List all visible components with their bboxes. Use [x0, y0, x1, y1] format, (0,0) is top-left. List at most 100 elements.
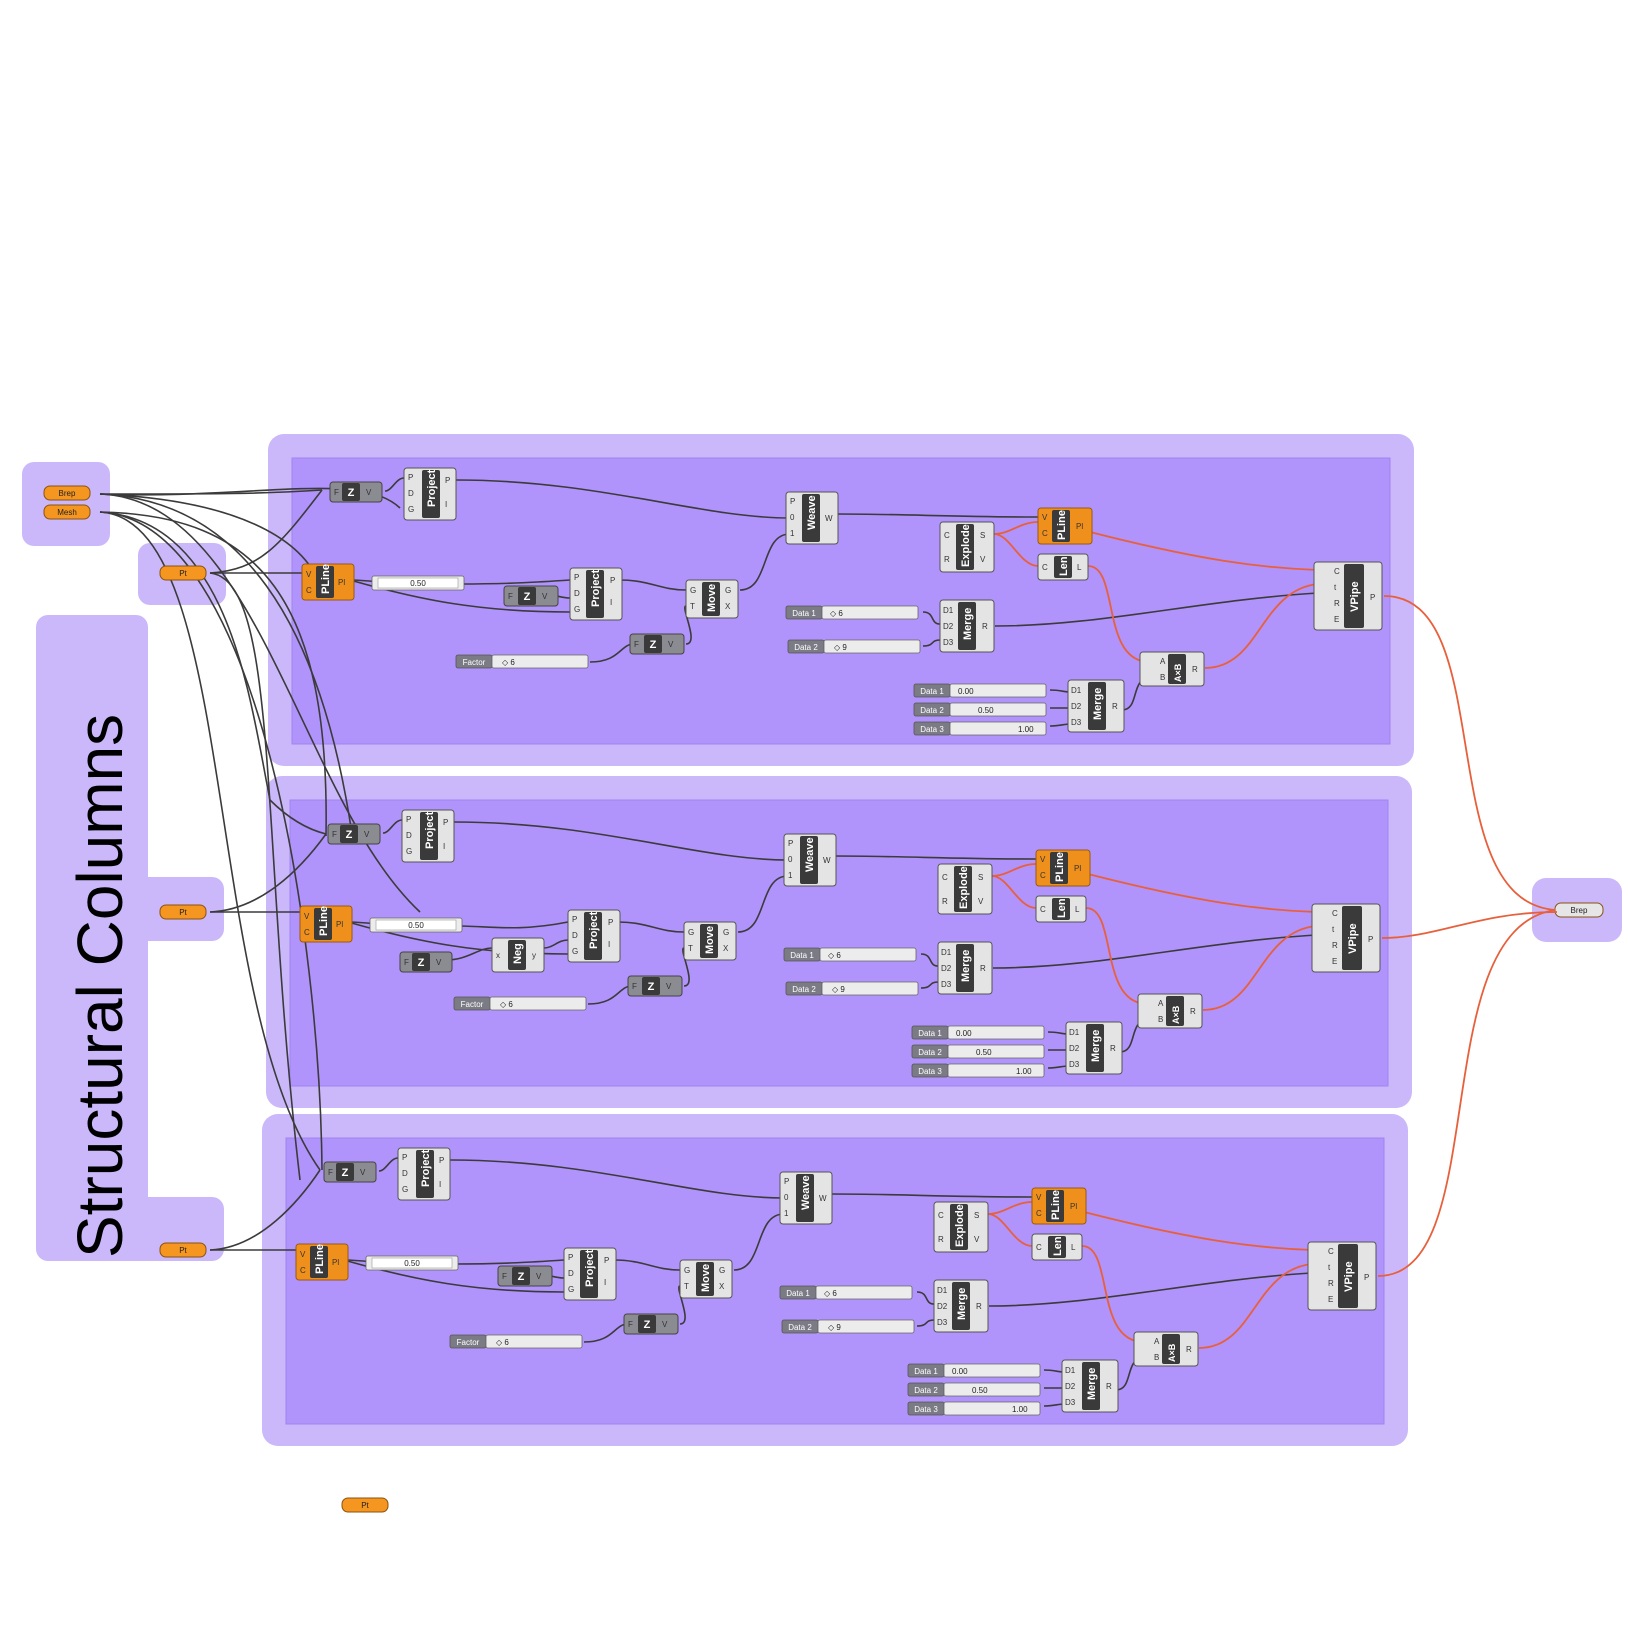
- row3-z-vector-3[interactable]: Z F V: [623, 1313, 679, 1335]
- param-pt-loose[interactable]: Pt: [341, 1497, 389, 1513]
- row1-pline-1[interactable]: PLine V C Pl: [301, 563, 355, 601]
- row3-data-slider-1[interactable]: Data 1 ◇ 6: [779, 1285, 913, 1300]
- svg-text:0.00: 0.00: [958, 687, 974, 696]
- svg-text:V: V: [304, 912, 310, 921]
- row2-vpipe[interactable]: VPipe C t R E P: [1311, 903, 1381, 973]
- param-pt-2[interactable]: Pt: [159, 904, 207, 920]
- row3-move[interactable]: Move G T G X: [679, 1259, 733, 1299]
- svg-text:T: T: [688, 944, 693, 953]
- row3-explode[interactable]: Explode C R S V: [933, 1201, 989, 1253]
- group-structural-columns-label[interactable]: [36, 615, 224, 1261]
- param-pt-1[interactable]: Pt: [159, 565, 207, 581]
- row2-merge-1[interactable]: Merge D1 D2 D3 R: [937, 941, 993, 995]
- row2-merge-2[interactable]: Merge D1 D2 D3 R: [1065, 1021, 1123, 1075]
- svg-text:C: C: [1042, 563, 1048, 572]
- row1-multiply[interactable]: A×B A B R: [1139, 651, 1205, 687]
- svg-text:Data 1: Data 1: [786, 1289, 810, 1298]
- row1-vpipe[interactable]: VPipe C t R E P: [1313, 561, 1383, 631]
- row1-z-vector-2[interactable]: Z F V: [503, 585, 559, 607]
- svg-text:0.00: 0.00: [956, 1029, 972, 1038]
- row2-move[interactable]: Move G T G X: [683, 921, 737, 961]
- svg-text:S: S: [980, 531, 985, 540]
- row1-data-slider-4[interactable]: Data 2 0.50: [913, 702, 1047, 717]
- row2-data-slider-3[interactable]: Data 1 0.00: [911, 1025, 1045, 1040]
- row2-pline-2[interactable]: PLine V C Pl: [1035, 849, 1091, 887]
- row2-project-1[interactable]: Project P D G P I: [401, 809, 455, 863]
- row3-merge-2[interactable]: Merge D1 D2 D3 R: [1061, 1359, 1119, 1413]
- row1-offset-slider[interactable]: 0.50: [371, 575, 465, 591]
- row2-offset-slider[interactable]: 0.50: [369, 917, 463, 933]
- group-brep-mesh[interactable]: [22, 462, 110, 546]
- svg-text:Data 3: Data 3: [914, 1405, 938, 1414]
- row3-data-slider-5[interactable]: Data 3 1.00: [907, 1401, 1041, 1416]
- row2-z-vector[interactable]: Z F V: [327, 823, 381, 845]
- svg-text:V: V: [980, 555, 986, 564]
- row2-multiply[interactable]: A×B A B R: [1137, 993, 1203, 1029]
- row3-z-vector[interactable]: Z F V: [323, 1161, 377, 1183]
- svg-text:I: I: [445, 500, 447, 509]
- row1-len[interactable]: Len C L: [1037, 553, 1089, 581]
- row3-project-1[interactable]: Project P D G P I: [397, 1147, 451, 1201]
- row3-pline-1[interactable]: PLine V C Pl: [295, 1243, 349, 1281]
- row2-project-2[interactable]: Project P D G P I: [567, 909, 621, 963]
- row3-data-slider-4[interactable]: Data 2 0.50: [907, 1382, 1041, 1397]
- svg-text:C: C: [304, 928, 310, 937]
- row3-pline-2[interactable]: PLine V C Pl: [1031, 1187, 1087, 1225]
- row1-factor-slider[interactable]: Factor ◇ 6: [455, 654, 589, 669]
- row3-factor-slider[interactable]: Factor ◇ 6: [449, 1334, 583, 1349]
- svg-text:0: 0: [784, 1193, 789, 1202]
- svg-text:t: t: [1334, 583, 1337, 592]
- param-mesh[interactable]: Mesh: [43, 504, 91, 520]
- row2-data-slider-4[interactable]: Data 2 0.50: [911, 1044, 1045, 1059]
- row1-data-slider-1[interactable]: Data 1 ◇ 6: [785, 605, 919, 620]
- row2-factor-slider[interactable]: Factor ◇ 6: [453, 996, 587, 1011]
- row2-data-slider-5[interactable]: Data 3 1.00: [911, 1063, 1045, 1078]
- row1-explode[interactable]: Explode C R S V: [939, 521, 995, 573]
- row2-z-vector-3[interactable]: Z F V: [627, 975, 683, 997]
- row1-weave[interactable]: Weave P 0 1 W: [785, 491, 839, 545]
- svg-text:R: R: [1190, 1007, 1196, 1016]
- svg-text:V: V: [536, 1272, 542, 1281]
- row2-data-slider-1[interactable]: Data 1 ◇ 6: [783, 947, 917, 962]
- row2-pline-1[interactable]: PLine V C Pl: [299, 905, 353, 943]
- row3-len[interactable]: Len C L: [1031, 1233, 1083, 1261]
- row2-weave[interactable]: Weave P 0 1 W: [783, 833, 837, 887]
- row1-project-2[interactable]: Project P D G P I: [569, 567, 623, 621]
- row3-vpipe[interactable]: VPipe C t R E P: [1307, 1241, 1377, 1311]
- svg-text:R: R: [1334, 599, 1340, 608]
- svg-text:V: V: [366, 488, 372, 497]
- svg-text:R: R: [1192, 665, 1198, 674]
- row3-z-vector-2[interactable]: Z F V: [497, 1265, 553, 1287]
- row3-merge-1[interactable]: Merge D1 D2 D3 R: [933, 1279, 989, 1333]
- row2-negative[interactable]: Neg x y: [491, 937, 545, 973]
- row1-data-slider-5[interactable]: Data 3 1.00: [913, 721, 1047, 736]
- row1-merge-1[interactable]: Merge D1 D2 D3 R: [939, 599, 995, 653]
- row2-explode[interactable]: Explode C R S V: [937, 863, 993, 915]
- param-brep[interactable]: Brep: [43, 485, 91, 501]
- row3-multiply[interactable]: A×B A B R: [1133, 1331, 1199, 1367]
- svg-text:Factor: Factor: [457, 1338, 480, 1347]
- row3-data-slider-3[interactable]: Data 1 0.00: [907, 1363, 1041, 1378]
- param-pt-3[interactable]: Pt: [159, 1242, 207, 1258]
- row1-z-vector-3[interactable]: Z F V: [629, 633, 685, 655]
- svg-text:P: P: [610, 576, 615, 585]
- row1-move[interactable]: Move G T G X: [685, 579, 739, 619]
- svg-text:S: S: [978, 873, 983, 882]
- row3-project-2[interactable]: Project P D G P I: [563, 1247, 617, 1301]
- row1-data-slider-3[interactable]: Data 1 0.00: [913, 683, 1047, 698]
- row2-z-vector-2[interactable]: Z F V: [399, 951, 453, 973]
- row1-data-slider-2[interactable]: Data 2 ◇ 9: [787, 639, 921, 654]
- param-brep-output[interactable]: Brep: [1554, 902, 1604, 918]
- row1-z-vector[interactable]: Z F V: [329, 481, 383, 503]
- row2-data-slider-2[interactable]: Data 2 ◇ 9: [785, 981, 919, 996]
- row1-merge-2[interactable]: Merge D1 D2 D3 R: [1067, 679, 1125, 733]
- row1-project-1[interactable]: Project P D G P I: [403, 467, 457, 521]
- row3-data-slider-2[interactable]: Data 2 ◇ 9: [781, 1319, 915, 1334]
- row1-pline-2[interactable]: PLine V C Pl: [1037, 507, 1093, 545]
- svg-text:D1: D1: [1069, 1028, 1080, 1037]
- row2-len[interactable]: Len C L: [1035, 895, 1087, 923]
- row3-offset-slider[interactable]: 0.50: [365, 1255, 459, 1271]
- svg-text:◇ 9: ◇ 9: [828, 1323, 841, 1332]
- row3-weave[interactable]: Weave P 0 1 W: [779, 1171, 833, 1225]
